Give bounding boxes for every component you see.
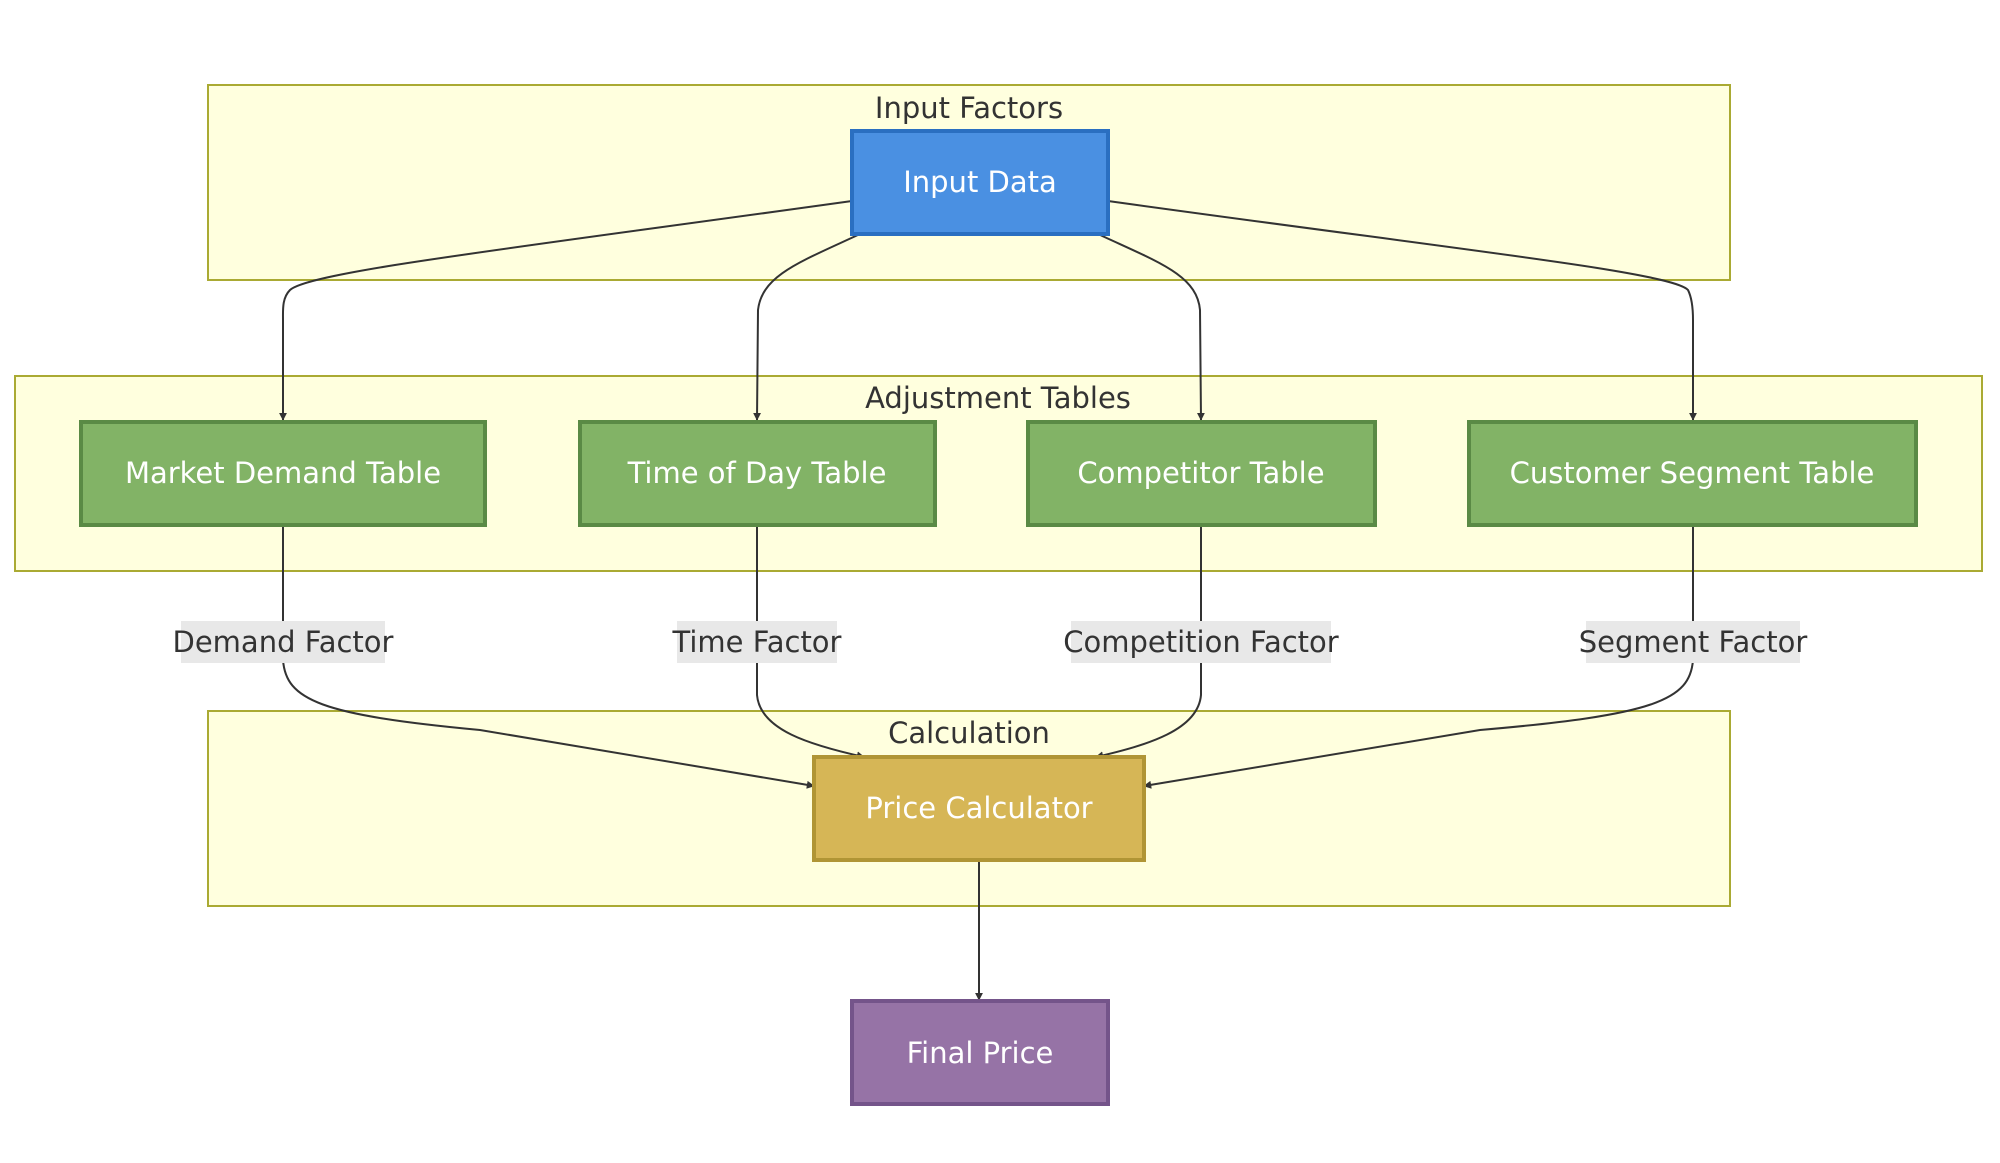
edge-label-time-factor-text: Time Factor — [672, 625, 842, 659]
node-market-demand-table-box[interactable] — [79, 420, 487, 527]
edge-label-time-factor-bg — [677, 621, 837, 663]
edge-market-demand-to-calculator — [282, 525, 815, 789]
node-final-price[interactable]: Final Price — [850, 999, 1110, 1106]
cluster-calculation-label: Calculation — [888, 716, 1050, 750]
node-customer-segment-table-label: Customer Segment Table — [1510, 456, 1875, 490]
node-market-demand-table-label: Market Demand Table — [125, 456, 441, 490]
edge-label-competition-factor-text: Competition Factor — [1063, 625, 1339, 659]
node-price-calculator-box[interactable] — [812, 755, 1146, 862]
node-time-of-day-table-label: Time of Day Table — [627, 456, 887, 490]
edges — [279, 200, 1697, 1001]
node-final-price-label: Final Price — [907, 1036, 1054, 1070]
node-input-data[interactable]: Input Data — [850, 129, 1110, 236]
cluster-adjustment-tables-label: Adjustment Tables — [865, 381, 1131, 415]
edge-label-segment-factor-bg — [1586, 621, 1800, 663]
edge-customer-segment-to-calculator — [1143, 525, 1694, 789]
edge-label-time-factor: Time Factor — [672, 621, 842, 663]
node-input-data-box[interactable] — [850, 129, 1110, 236]
edge-label-demand-factor: Demand Factor — [173, 621, 394, 663]
cluster-input-factors-label: Input Factors — [875, 91, 1063, 125]
node-input-data-label: Input Data — [903, 165, 1057, 199]
edge-label-segment-factor: Segment Factor — [1579, 621, 1808, 663]
edge-input-to-market-demand — [279, 200, 853, 421]
node-competitor-table[interactable]: Competitor Table — [1026, 420, 1377, 527]
edge-input-to-customer-segment — [1107, 200, 1697, 421]
node-price-calculator-label: Price Calculator — [865, 791, 1092, 825]
edge-label-demand-factor-bg — [181, 621, 385, 663]
node-price-calculator[interactable]: Price Calculator — [812, 755, 1146, 862]
edge-label-segment-factor-text: Segment Factor — [1579, 625, 1808, 659]
node-final-price-box[interactable] — [850, 999, 1110, 1106]
node-customer-segment-table-box[interactable] — [1467, 420, 1918, 527]
edge-label-demand-factor-text: Demand Factor — [173, 625, 394, 659]
edge-label-competition-factor-bg — [1071, 621, 1331, 663]
node-competitor-table-label: Competitor Table — [1077, 456, 1324, 490]
edge-input-to-time-of-day — [753, 233, 861, 421]
node-customer-segment-table[interactable]: Customer Segment Table — [1467, 420, 1918, 527]
node-competitor-table-box[interactable] — [1026, 420, 1377, 527]
node-time-of-day-table-box[interactable] — [578, 420, 937, 527]
node-time-of-day-table[interactable]: Time of Day Table — [578, 420, 937, 527]
node-market-demand-table[interactable]: Market Demand Table — [79, 420, 487, 527]
edge-time-of-day-to-calculator — [756, 525, 865, 760]
edge-competitor-to-calculator — [1095, 525, 1202, 760]
edge-label-competition-factor: Competition Factor — [1063, 621, 1339, 663]
edge-input-to-competitor — [1097, 233, 1205, 421]
